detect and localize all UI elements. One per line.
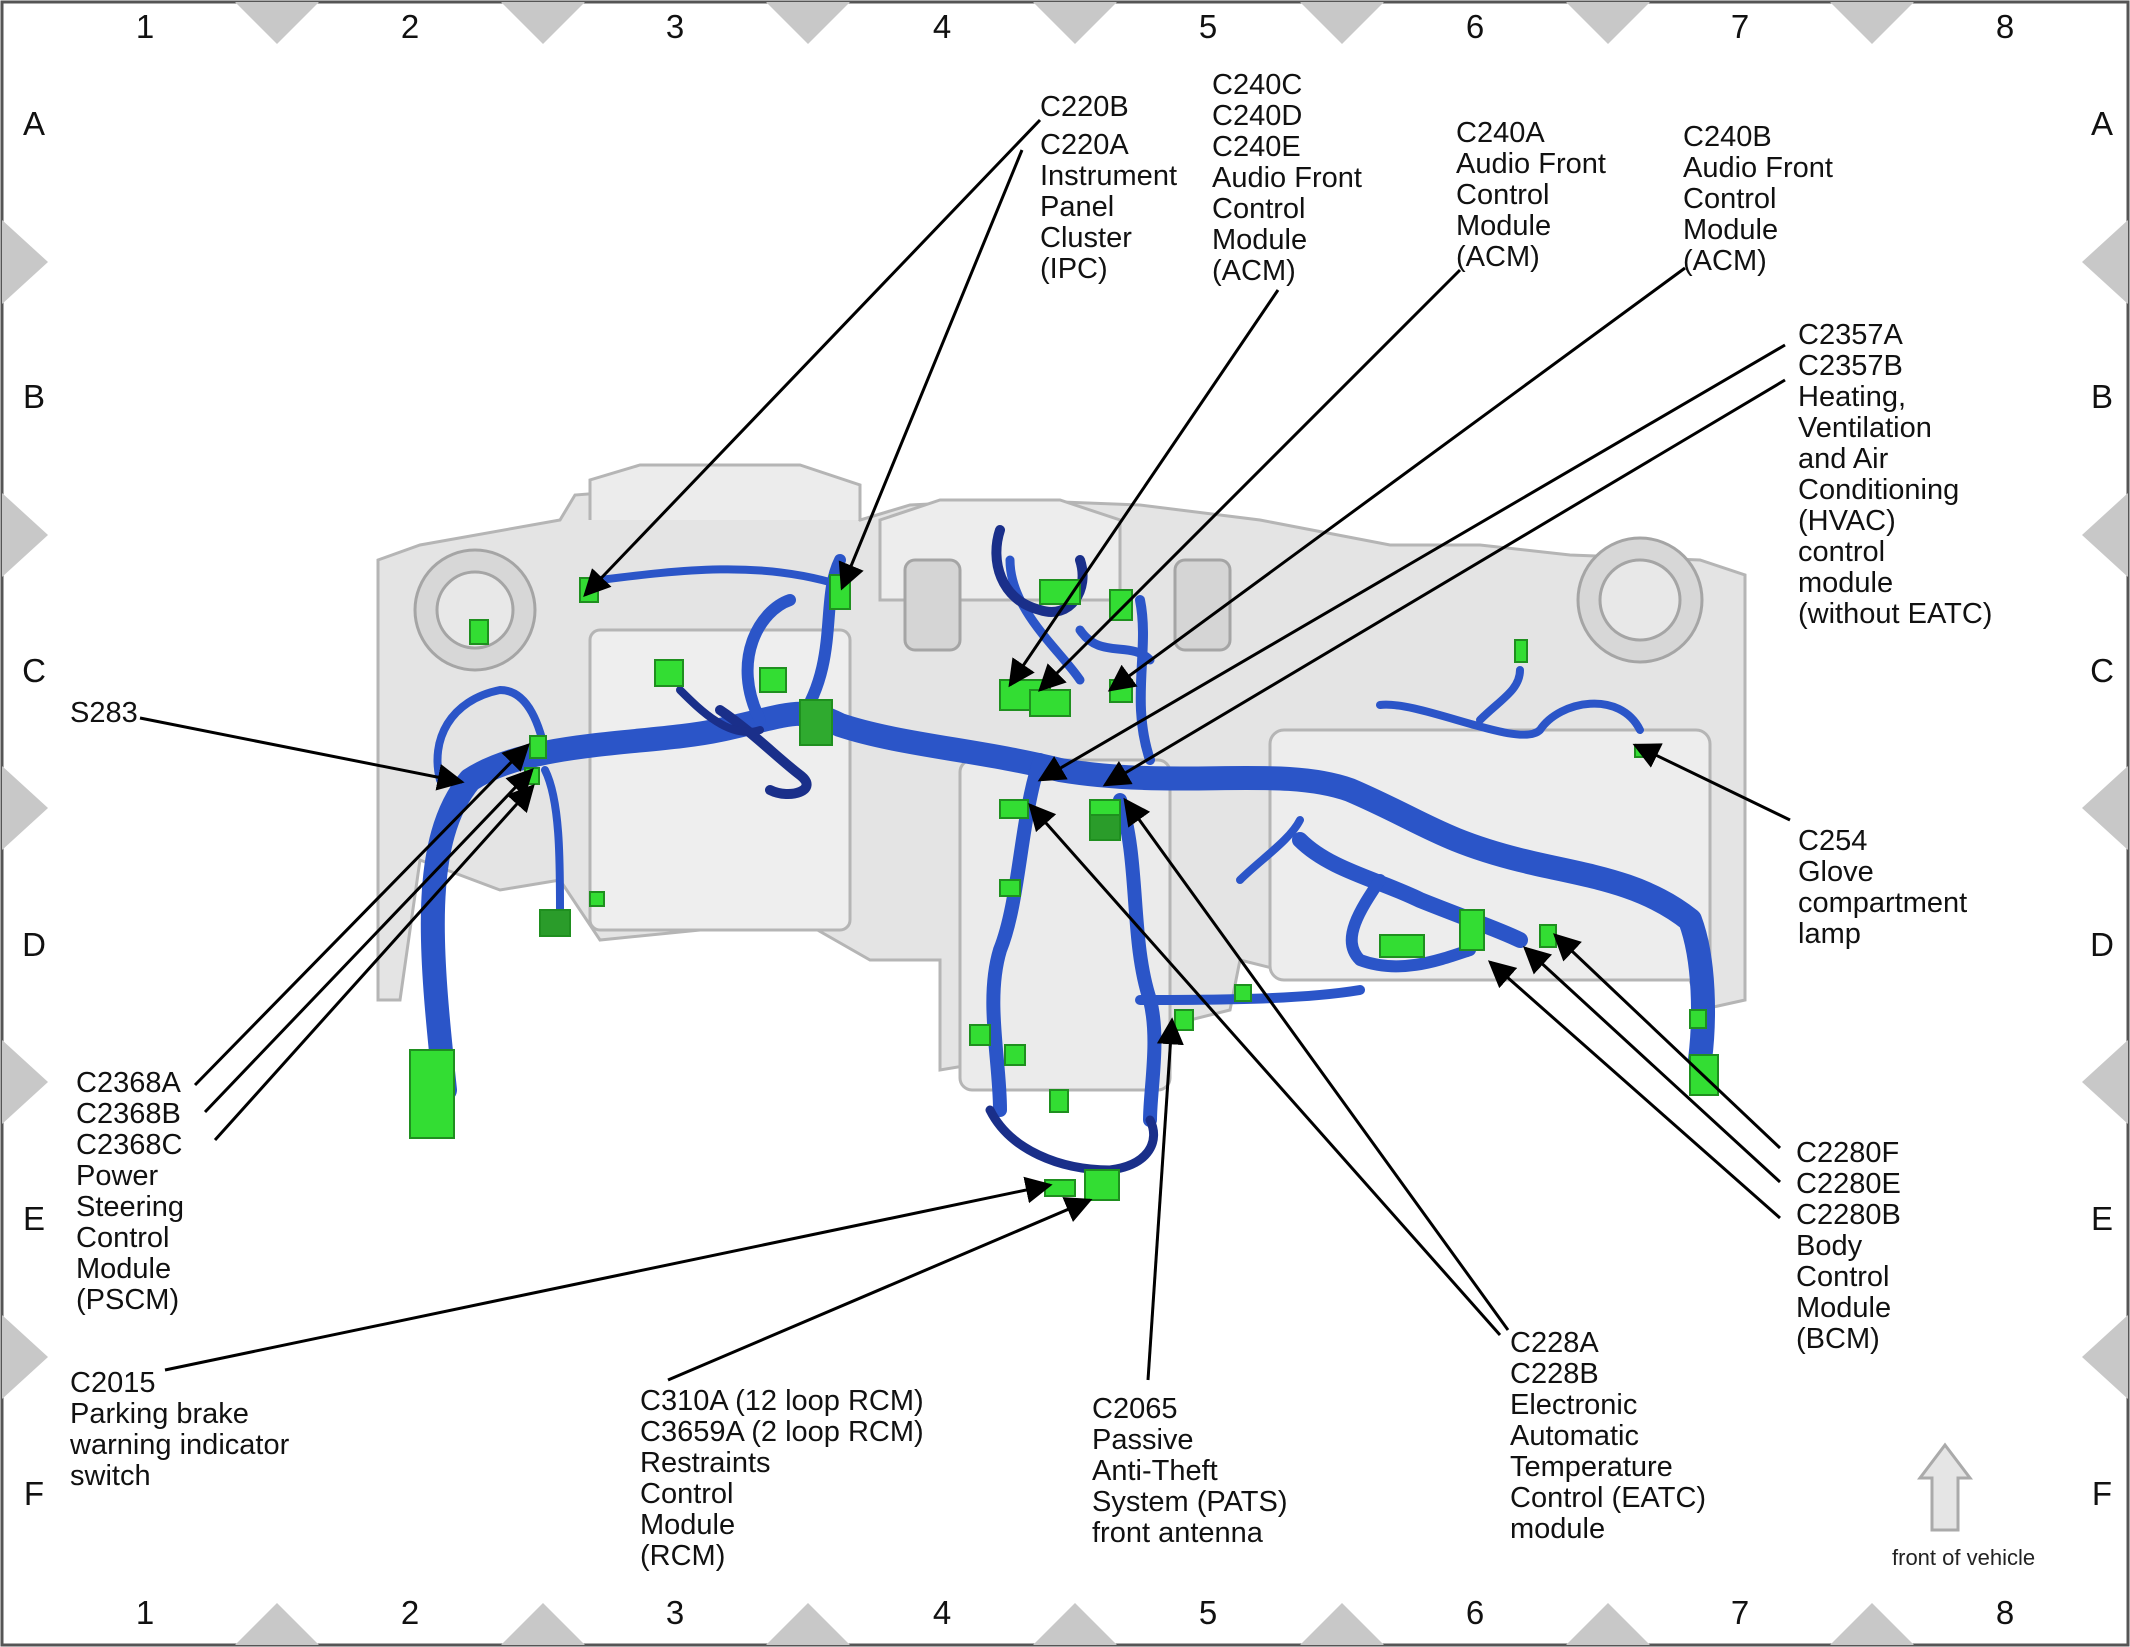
callout-c240b-acm: C240B Audio Front Control Module (ACM): [1683, 121, 1833, 277]
grid-row-right-D: D: [2090, 926, 2114, 963]
grid-col-top-7: 7: [1730, 8, 1750, 45]
connectors: [409, 574, 1719, 1201]
grid-col-top-1: 1: [135, 8, 155, 45]
grid-marker-right: [2082, 1040, 2128, 1124]
callout-c2357-hvac-control-module: C2357A C2357B Heating, Ventilation and A…: [1798, 319, 1993, 630]
callout-c240a-acm: C240A Audio Front Control Module (ACM): [1456, 117, 1606, 273]
grid-marker-bottom: [501, 1603, 585, 1645]
grid-col-top-2: 2: [400, 8, 420, 45]
grid-col-bottom-7: 7: [1730, 1594, 1750, 1631]
grid-marker-right: [2082, 766, 2128, 850]
grid-marker-top: [766, 2, 850, 44]
callout-c2280-body-control-module: C2280F C2280E C2280B Body Control Module…: [1796, 1137, 1901, 1355]
grid-col-top-5: 5: [1198, 8, 1218, 45]
leader-lines: [139, 118, 1791, 1382]
grid-row-right-C: C: [2090, 652, 2114, 689]
callout-c254-glove-compartment-lamp: C254 Glove compartment lamp: [1798, 825, 1968, 950]
grid-marker-right: [2082, 1315, 2128, 1399]
grid-marker-bottom: [1830, 1603, 1914, 1645]
grid-marker-bottom: [1566, 1603, 1650, 1645]
air-vent-right: [1576, 536, 1704, 664]
front-of-vehicle-arrow-icon: [1916, 1442, 1974, 1532]
grid-marker-bottom: [235, 1603, 319, 1645]
callout-c220a-instrument-panel-cluster: C220A Instrument Panel Cluster (IPC): [1040, 129, 1177, 285]
grid-marker-left: [2, 1040, 48, 1124]
grid-marker-right: [2082, 493, 2128, 577]
grid-row-right-F: F: [2091, 1475, 2113, 1512]
callout-s283: S283: [70, 697, 138, 729]
grid-row-left-A: A: [22, 105, 45, 142]
grid-marker-top: [501, 2, 585, 44]
front-of-vehicle-label: front of vehicle: [1892, 1545, 2036, 1570]
grid-row-left-F: F: [23, 1475, 45, 1512]
center-vents: [903, 558, 1232, 652]
grid-col-bottom-2: 2: [400, 1594, 420, 1631]
grid-marker-bottom: [1033, 1603, 1117, 1645]
grid-marker-top: [1300, 2, 1384, 44]
grid-marker-bottom: [1300, 1603, 1384, 1645]
grid-row-left-E: E: [22, 1200, 45, 1237]
grid-col-top-8: 8: [1995, 8, 2015, 45]
callout-c310a-c3659a-restraints-control-module: C310A (12 loop RCM) C3659A (2 loop RCM) …: [640, 1385, 924, 1572]
grid-marker-top: [1830, 2, 1914, 44]
grid-col-top-6: 6: [1465, 8, 1485, 45]
callout-c240c-c240d-c240e-acm: C240C C240D C240E Audio Front Control Mo…: [1212, 69, 1362, 287]
callout-c2368-power-steering-control-module: C2368A C2368B C2368C Power Steering Cont…: [76, 1067, 185, 1316]
grid-col-bottom-3: 3: [665, 1594, 685, 1631]
callout-c228-eatc-module: C228A C228B Electronic Automatic Tempera…: [1510, 1327, 1707, 1545]
grid-marker-top: [1566, 2, 1650, 44]
grid-marker-left: [2, 766, 48, 850]
grid-marker-left: [2, 493, 48, 577]
grid-col-top-3: 3: [665, 8, 685, 45]
grid-col-bottom-1: 1: [135, 1594, 155, 1631]
grid-col-bottom-8: 8: [1995, 1594, 2015, 1631]
grid-marker-top: [235, 2, 319, 44]
grid-col-bottom-6: 6: [1465, 1594, 1485, 1631]
grid-row-left-D: D: [22, 926, 46, 963]
grid-marker-right: [2082, 220, 2128, 304]
grid-col-bottom-5: 5: [1198, 1594, 1218, 1631]
callout-c2015-parking-brake-switch: C2015 Parking brake warning indicator sw…: [70, 1367, 290, 1492]
callout-c2065-pats-front-antenna: C2065 Passive Anti-Theft System (PATS) f…: [1092, 1393, 1288, 1549]
grid-row-right-B: B: [2090, 378, 2113, 415]
grid-marker-top: [1033, 2, 1117, 44]
grid-row-left-B: B: [22, 378, 45, 415]
grid-col-bottom-4: 4: [932, 1594, 952, 1631]
grid-row-left-C: C: [22, 652, 46, 689]
grid-marker-left: [2, 220, 48, 304]
grid-col-top-4: 4: [932, 8, 952, 45]
grid-row-right-E: E: [2090, 1200, 2113, 1237]
grid-row-right-A: A: [2090, 105, 2113, 142]
air-vent-left: [413, 548, 537, 672]
callout-c220b: C220B: [1040, 91, 1129, 123]
grid-marker-bottom: [766, 1603, 850, 1645]
grid-marker-left: [2, 1315, 48, 1399]
